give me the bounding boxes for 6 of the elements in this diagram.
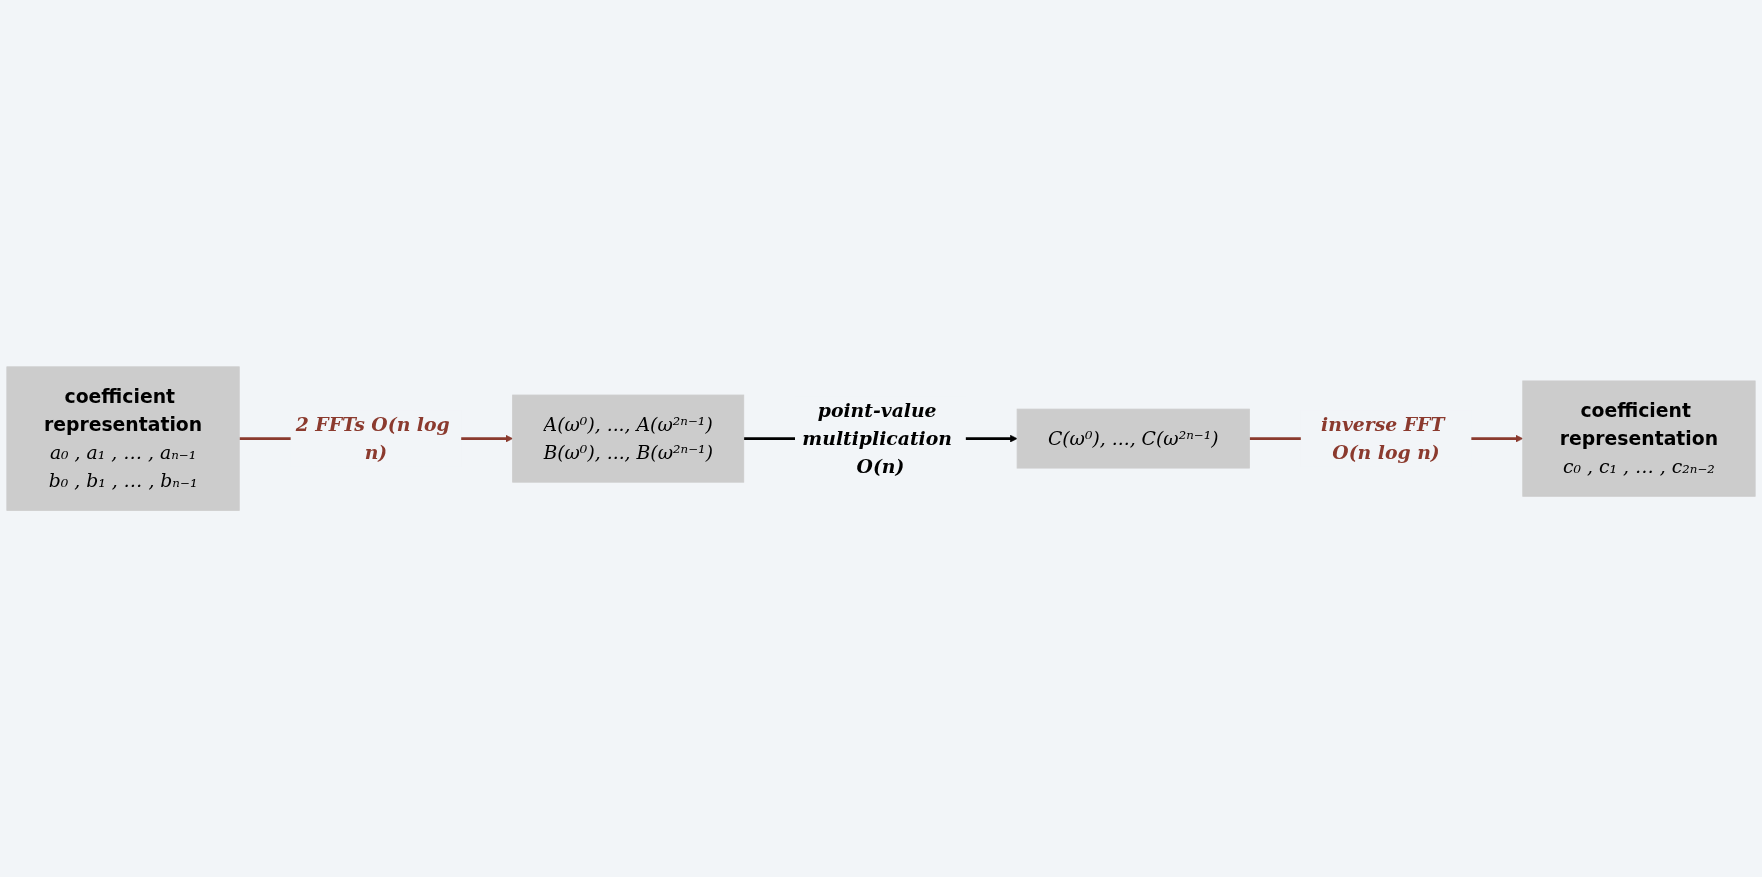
node-box: coefficient representation c₀ , c₁ , … , c₂ₙ₋₂ — [1522, 380, 1756, 497]
edge-label: inverse FFT O(n log n) — [1321, 412, 1445, 464]
edge-label: 2 FFTs O(n log n) — [295, 412, 450, 464]
node-box: C(ω⁰), ..., C(ω²ⁿ⁻¹) — [1016, 408, 1250, 469]
node-box: coefficient representation a₀ , a₁ , … , aₙ₋₁ b₀ , b₁ , … , bₙ₋₁ — [6, 366, 240, 511]
edge-label: point-value multiplication O(n) — [802, 398, 952, 478]
